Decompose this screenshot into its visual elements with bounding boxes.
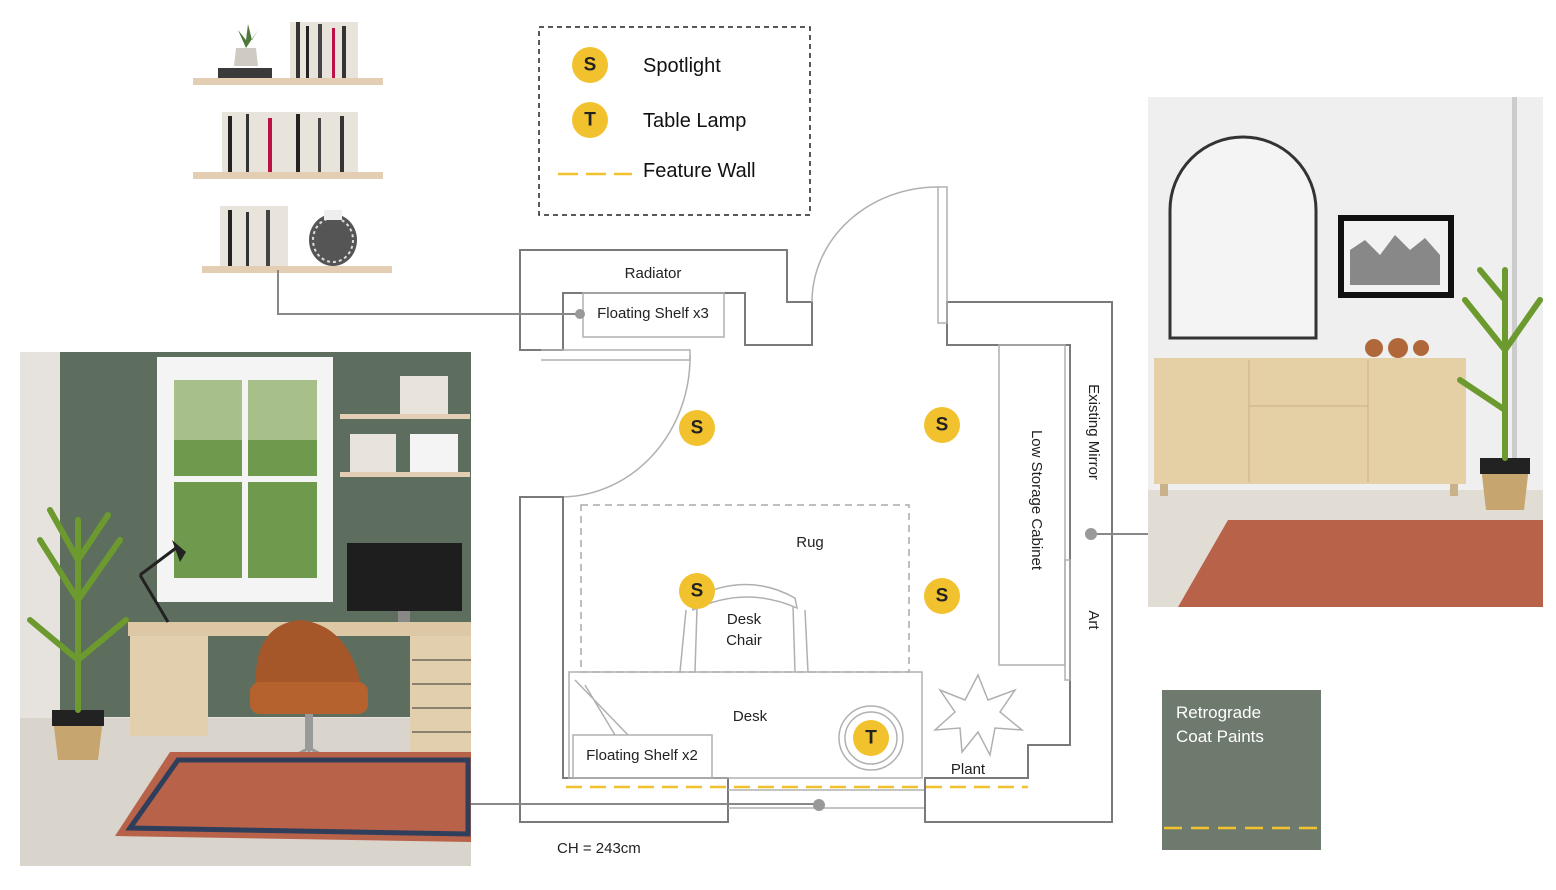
potted-plant-icon: [218, 24, 272, 78]
spotlight-symbol: S: [584, 55, 597, 76]
table-lamp-marker: T: [838, 705, 904, 771]
rug-label: Rug: [796, 534, 824, 551]
living-wall-image: [1148, 97, 1543, 607]
office-room-image: [20, 352, 471, 866]
legend-border: [538, 26, 811, 216]
table-lamp-icon: [853, 720, 889, 756]
connector-shelves: [277, 270, 580, 315]
spotlight-icon: [679, 573, 715, 609]
radiator-label: Radiator: [625, 265, 682, 282]
low-storage-cabinet: [998, 344, 1066, 666]
legend: S Spotlight T Table Lamp Feature Wall: [538, 26, 811, 216]
window-sill: [541, 349, 691, 361]
floor-plant-icon: [27, 507, 129, 760]
ceiling-height-label: CH = 243cm: [557, 840, 641, 857]
desk-icon: [128, 622, 471, 758]
legend-label: Feature Wall: [643, 160, 756, 182]
low-storage-cabinet-label: Low Storage Cabinet: [1028, 430, 1045, 571]
wall-right: [924, 301, 1113, 823]
shelf-board: [193, 78, 383, 85]
spotlight-marker: S: [679, 410, 715, 446]
spotlight-icon: [924, 407, 960, 443]
floor-plan: Radiator Floating Shelf x3 Low Storage C…: [519, 186, 1113, 857]
floating-shelf-x2-label: Floating Shelf x2: [586, 747, 698, 764]
framed-art-icon: [1338, 215, 1454, 298]
sideboard-icon: [1154, 338, 1466, 496]
paint-swatch: Retrograde Coat Paints: [1162, 690, 1321, 850]
spotlight-marker: S: [924, 407, 960, 443]
floor-plant-icon: [1457, 267, 1543, 510]
shelf-board: [193, 172, 383, 179]
art-label: Art: [1085, 610, 1102, 630]
spotlight-symbol: S: [936, 586, 949, 607]
spotlight-symbol: S: [691, 418, 704, 439]
floating-shelf-x3-label: Floating Shelf x3: [597, 305, 709, 322]
desk-outline: [568, 671, 923, 779]
table-lamp-symbol: T: [584, 110, 596, 131]
desk-label: Desk: [733, 708, 768, 725]
floating-shelf-x2: [572, 734, 713, 779]
plant-outline-icon: [932, 673, 1025, 758]
legend-item-spotlight: S Spotlight: [572, 47, 721, 83]
rug-icon: [1178, 520, 1543, 607]
connector-dot: [1085, 528, 1097, 540]
rug-icon: [115, 752, 471, 842]
art-piece: [1064, 559, 1071, 681]
spotlight-symbol: S: [691, 581, 704, 602]
swatch-brand: Coat Paints: [1176, 727, 1264, 746]
desk-chair-label: Chair: [726, 632, 762, 649]
floating-shelves-image: [193, 22, 392, 273]
existing-mirror-label: Existing Mirror: [1085, 384, 1102, 480]
window-icon: [157, 357, 333, 602]
legend-item-table-lamp: T Table Lamp: [572, 102, 746, 138]
desk-lamp-icon: [138, 540, 186, 623]
connector-dot: [813, 799, 825, 811]
desk-lamp-arm-outline: [574, 679, 629, 736]
swatch-name: Retrograde: [1176, 703, 1261, 722]
wall-left: [519, 496, 729, 823]
spotlight-icon: [679, 410, 715, 446]
table-lamp-symbol: T: [865, 728, 877, 749]
connector-dot: [575, 309, 585, 319]
door-frame: [937, 186, 948, 324]
table-lamp-icon: [572, 102, 608, 138]
vase-icon: [309, 210, 357, 266]
desk-chair-outline: [679, 583, 809, 673]
plant-label: Plant: [951, 761, 986, 778]
arched-mirror-icon: [1168, 135, 1318, 340]
rug-outline: [580, 504, 910, 673]
spotlight-marker: S: [679, 573, 715, 609]
desk-chair-label: Desk: [727, 611, 762, 628]
door-swing-top: [811, 186, 939, 303]
door-swing-left: [562, 354, 691, 498]
legend-item-feature-wall: Feature Wall: [558, 160, 756, 182]
books-icon: [220, 22, 358, 266]
spotlight-icon: [924, 578, 960, 614]
legend-label: Spotlight: [643, 55, 721, 77]
spotlight-symbol: S: [936, 415, 949, 436]
spotlight-marker: S: [924, 578, 960, 614]
shelf-board: [202, 266, 392, 273]
legend-label: Table Lamp: [643, 110, 746, 132]
spotlight-icon: [572, 47, 608, 83]
window-bottom: [728, 789, 925, 809]
office-chair-icon: [250, 620, 368, 782]
connectors: [277, 270, 1148, 811]
